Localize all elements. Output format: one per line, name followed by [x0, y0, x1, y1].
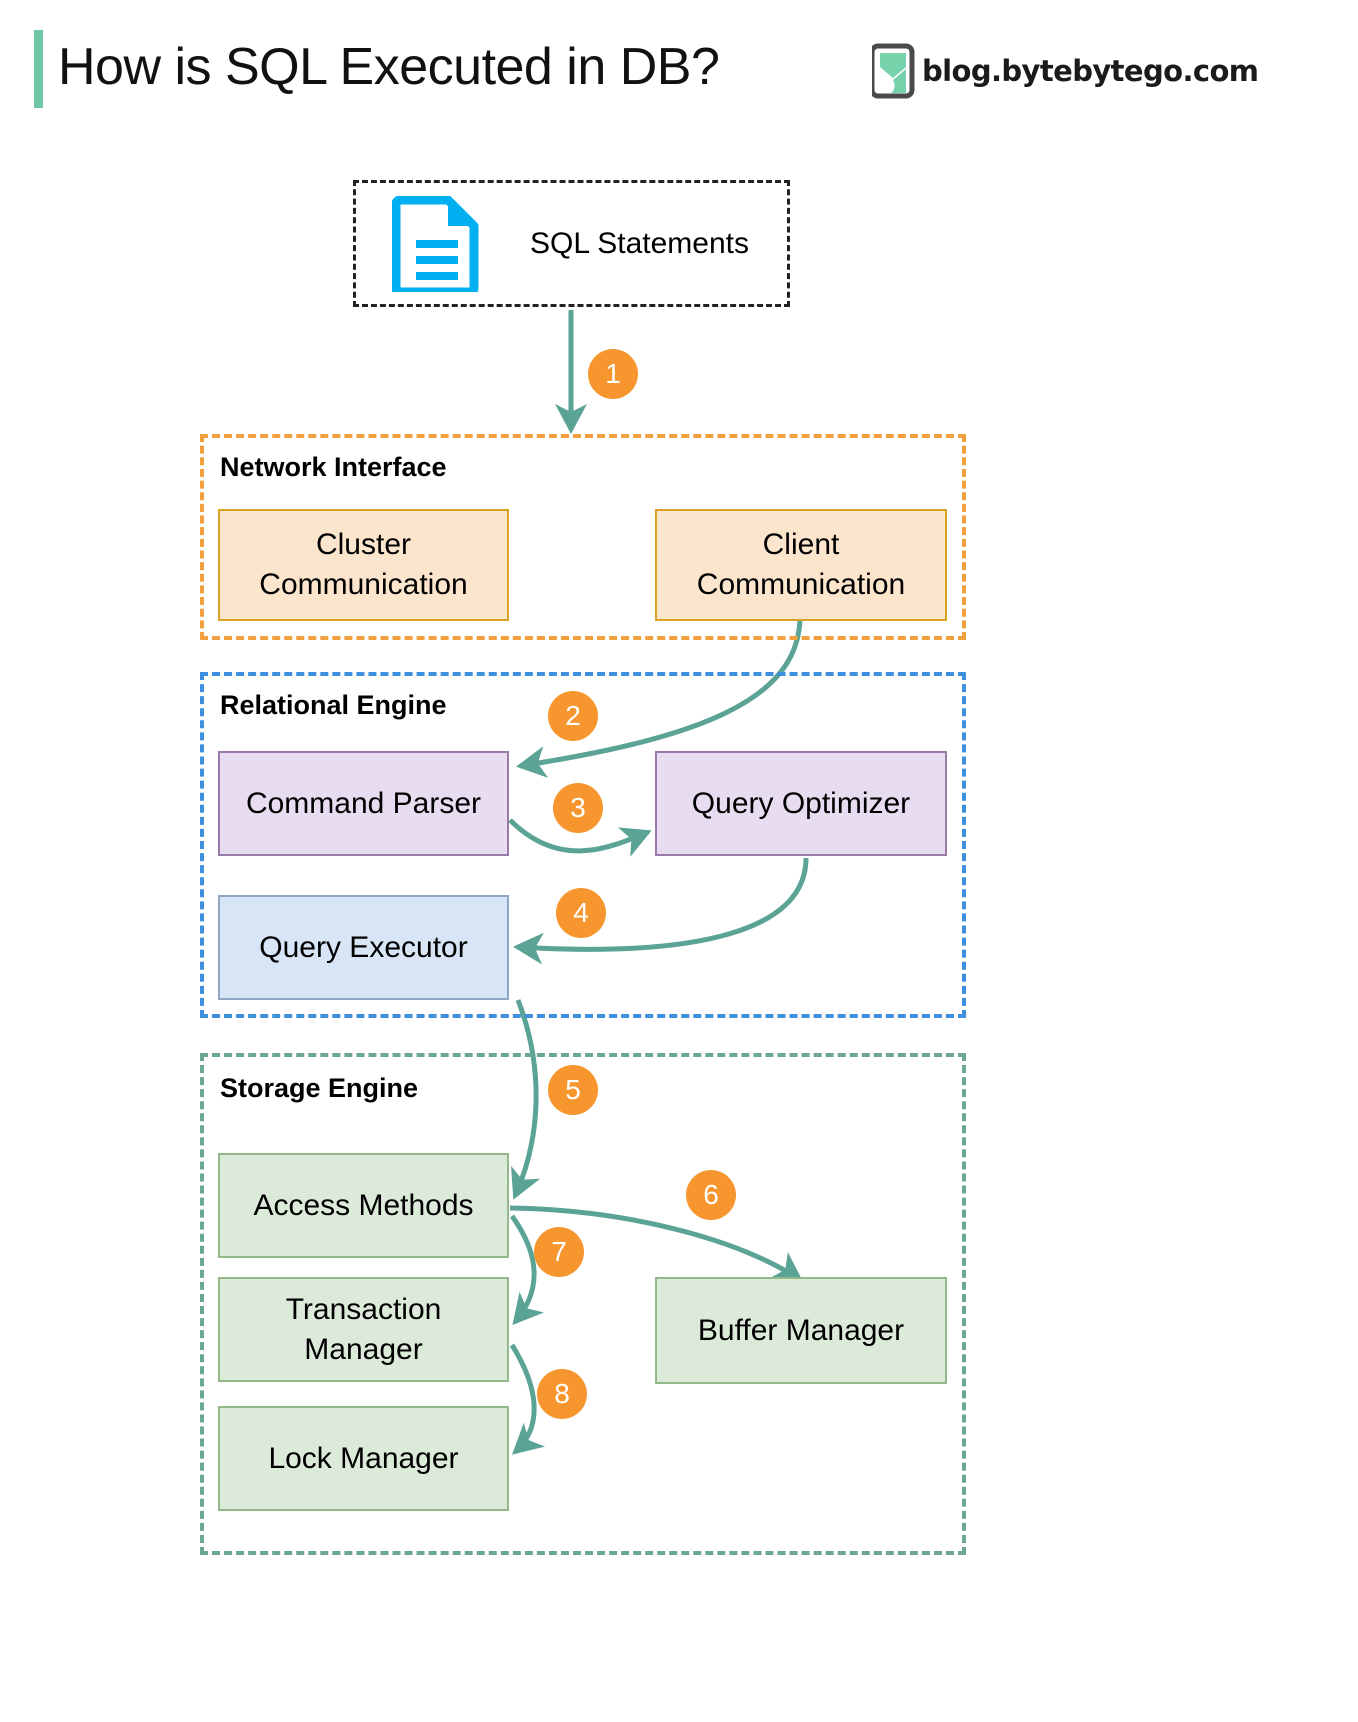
document-icon [392, 195, 479, 292]
brand-text: blog.bytebytego.com [922, 54, 1259, 88]
node-label: Client Communication [696, 528, 906, 601]
group-title-storage-engine: Storage Engine [220, 1073, 419, 1103]
node-client-communication[interactable]: Client Communication [655, 509, 947, 621]
node-buffer-manager[interactable]: Buffer Manager [655, 1277, 947, 1384]
node-label: Command Parser [245, 786, 482, 820]
node-label: Lock Manager [268, 1441, 459, 1475]
node-transaction-manager[interactable]: Transaction Manager [218, 1277, 509, 1382]
node-label: Query Executor [259, 930, 468, 964]
node-label: Transaction Manager [285, 1292, 442, 1366]
page-header: How is SQL Executed in DB? blog.bytebyte… [0, 0, 1358, 140]
step-badge-5: 5 [548, 1065, 598, 1115]
sql-statements-label: SQL Statements [530, 226, 749, 260]
group-title-relational-engine: Relational Engine [220, 690, 447, 720]
node-label: Access Methods [253, 1188, 474, 1222]
group-relational-engine [200, 672, 966, 1018]
node-label: Buffer Manager [697, 1313, 905, 1347]
node-label: Query Optimizer [691, 786, 911, 820]
title-accent-bar [34, 30, 43, 108]
node-query-optimizer[interactable]: Query Optimizer [655, 751, 947, 856]
node-query-executor[interactable]: Query Executor [218, 895, 509, 1000]
node-label: Cluster Communication [259, 528, 468, 601]
step-badge-7: 7 [534, 1227, 584, 1277]
brand: blog.bytebytego.com [872, 40, 1259, 102]
step-badge-3: 3 [553, 783, 603, 833]
node-lock-manager[interactable]: Lock Manager [218, 1406, 509, 1511]
page-title: How is SQL Executed in DB? [58, 38, 720, 96]
node-cluster-communication[interactable]: Cluster Communication [218, 509, 509, 621]
bytebytego-logo-icon [872, 43, 915, 99]
node-access-methods[interactable]: Access Methods [218, 1153, 509, 1258]
group-network-interface [200, 434, 966, 640]
step-badge-6: 6 [686, 1170, 736, 1220]
group-title-network-interface: Network Interface [220, 452, 447, 482]
step-badge-8: 8 [537, 1369, 587, 1419]
step-badge-1: 1 [588, 349, 638, 399]
step-badge-4: 4 [556, 888, 606, 938]
step-badge-2: 2 [548, 691, 598, 741]
node-command-parser[interactable]: Command Parser [218, 751, 509, 856]
sql-statements-box: SQL Statements [353, 180, 790, 307]
group-storage-engine [200, 1053, 966, 1555]
